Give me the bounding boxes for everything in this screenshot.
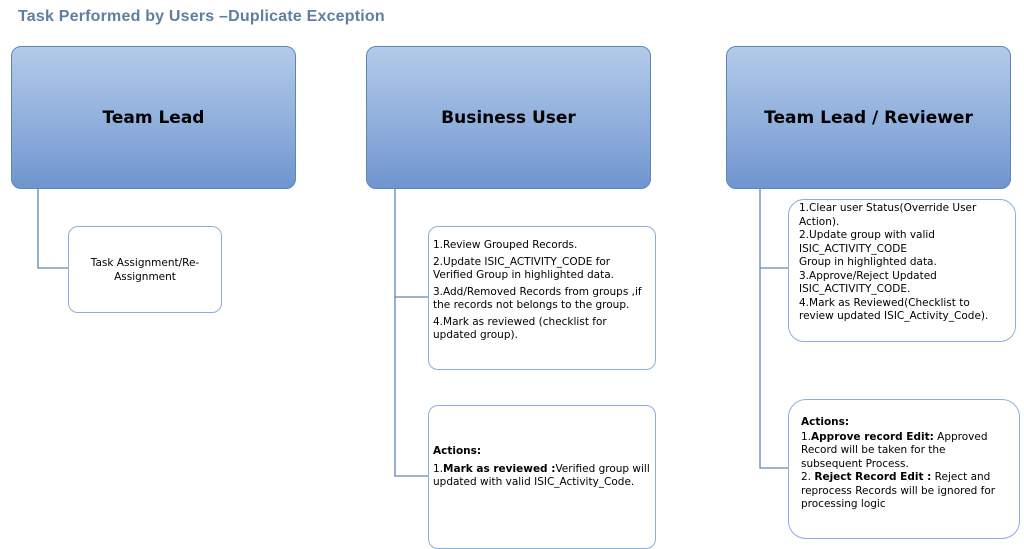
header-business-user: Business User	[366, 46, 651, 189]
business-user-tasks-card: 1.Review Grouped Records. 2.Update ISIC_…	[428, 226, 656, 370]
connector-team-lead	[37, 189, 68, 269]
action-bold-label: Mark as reviewed :	[443, 463, 556, 475]
reviewer-task-item: review updated ISIC_Activity_Code).	[799, 310, 989, 322]
business-user-actions-card: Actions: 1.Mark as reviewed :Verified gr…	[428, 405, 656, 549]
action-bold-label: Reject Record Edit :	[814, 471, 932, 483]
header-reviewer: Team Lead / Reviewer	[726, 46, 1011, 189]
connector-reviewer	[759, 189, 788, 469]
action-text: Verified group will	[555, 463, 650, 475]
reviewer-actions-card: Actions: 1.Approve record Edit: Approved…	[788, 399, 1020, 539]
diagram-title: Task Performed by Users –Duplicate Excep…	[18, 8, 385, 25]
reviewer-task-item: Action).	[799, 215, 840, 228]
business-user-task-item: 3.Add/Removed Records from groups ,if	[433, 286, 642, 298]
action-text: Reject and	[931, 471, 991, 483]
reviewer-task-item: 4.Mark as Reviewed(Checklist to	[799, 296, 970, 309]
business-user-task-item: the records not belongs to the group.	[433, 299, 630, 311]
action-prefix: 1.	[433, 463, 444, 475]
reviewer-action-item: 1.Approve record Edit: Approved	[801, 431, 1019, 445]
reviewer-task-item: ISIC_ACTIVITY_CODE	[799, 242, 907, 255]
action-prefix: 1.	[801, 430, 812, 443]
reviewer-action-item-cont: Record will be taken for the	[801, 444, 946, 456]
connector-business-user	[394, 189, 428, 477]
header-team-lead: Team Lead	[11, 46, 296, 189]
reviewer-task-item: 2.Update group with valid	[799, 229, 935, 241]
reviewer-task-item: 1.Clear user Status(Override User	[799, 202, 977, 214]
header-business-user-label: Business User	[441, 107, 576, 128]
team-lead-task-card: Task Assignment/Re- Assignment	[68, 226, 222, 313]
header-reviewer-label: Team Lead / Reviewer	[764, 107, 973, 128]
team-lead-task-line: Assignment	[114, 270, 176, 283]
business-user-action-item: 1.Mark as reviewed :Verified group will	[433, 463, 655, 476]
business-user-task-item: updated group).	[433, 329, 518, 341]
business-user-action-item-cont: updated with valid ISIC_Activity_Code.	[433, 476, 635, 488]
reviewer-task-item: Group in highlighted data.	[799, 256, 937, 268]
business-user-task-item: 2.Update ISIC_ACTIVITY_CODE for	[433, 256, 611, 268]
team-lead-task-line: Task Assignment/Re-	[90, 256, 200, 269]
business-user-actions-heading: Actions:	[433, 445, 482, 457]
reviewer-tasks-card: 1.Clear user Status(Override User Action…	[788, 199, 1016, 342]
business-user-task-item: 4.Mark as reviewed (checklist for	[433, 316, 607, 328]
action-text: Approved	[933, 430, 988, 443]
reviewer-action-item: 2. Reject Record Edit : Reject and	[801, 471, 1019, 485]
reviewer-actions-heading: Actions:	[801, 416, 850, 428]
business-user-task-item: 1.Review Grouped Records.	[433, 239, 578, 251]
action-bold-label: Approve record Edit:	[811, 430, 934, 443]
reviewer-action-item-cont: processing logic	[801, 498, 886, 510]
action-prefix: 2.	[801, 471, 815, 483]
reviewer-action-item-cont: subsequent Process.	[801, 457, 909, 470]
reviewer-task-item: ISIC_ACTIVITY_CODE.	[799, 283, 911, 295]
reviewer-action-item-cont: reprocess Records will be ignored for	[801, 484, 996, 497]
business-user-task-item: Verified Group in highlighted data.	[433, 269, 614, 281]
reviewer-task-item: 3.Approve/Reject Updated	[799, 269, 937, 282]
header-team-lead-label: Team Lead	[102, 107, 205, 128]
